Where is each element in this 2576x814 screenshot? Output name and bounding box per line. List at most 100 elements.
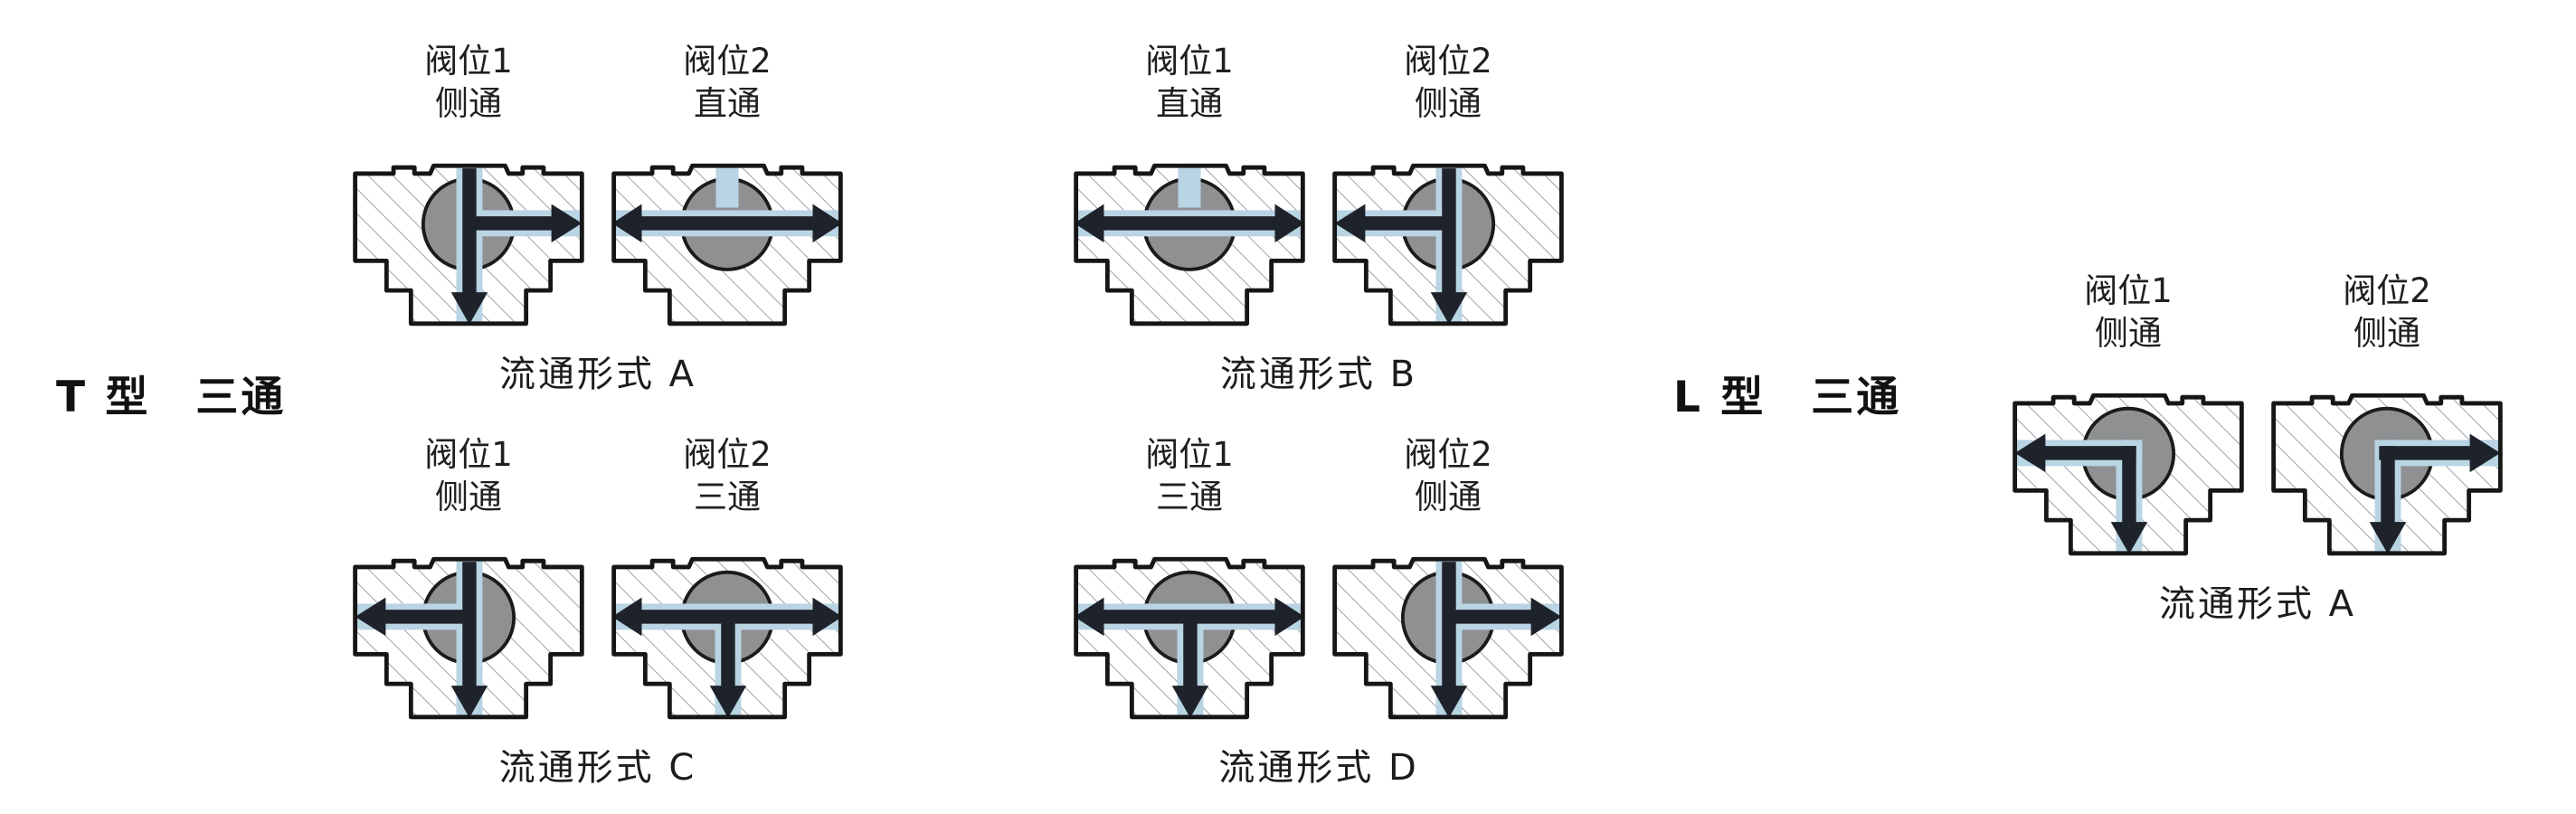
flow-arrow-head — [611, 597, 642, 637]
flow-arrow-head — [2369, 522, 2407, 554]
flow-arrow-head — [2469, 433, 2501, 473]
valve-position-label: 阀位2 — [2343, 271, 2431, 310]
flow-arrow-shaft — [2381, 446, 2395, 527]
valve-body-outline — [2271, 393, 2503, 556]
valve-diagram — [353, 556, 584, 720]
flow-arrow-head — [709, 686, 747, 718]
flow-arrow-shaft — [1448, 610, 1533, 624]
valve-flow-label: 直通 — [1155, 84, 1223, 123]
valve-flow-label: 侧通 — [434, 478, 502, 516]
valve-unit: 阀位2 侧通 — [1326, 433, 1570, 733]
t-type-section-title: T 型 三通 — [56, 373, 287, 422]
valve-unit: 阀位1 侧通 — [346, 433, 591, 733]
valve-body-outline — [1074, 163, 1305, 327]
flow-arrow-head — [812, 597, 843, 637]
valve-body-outline — [1332, 556, 1564, 720]
flow-arrow-head — [2014, 433, 2046, 473]
flow-arrow-shaft — [638, 216, 817, 231]
flow-arrow-shaft — [2043, 446, 2136, 460]
valve-position-label: 阀位1 — [424, 42, 513, 80]
valve-diagram — [353, 163, 584, 327]
flow-arrow-shaft — [1100, 610, 1279, 624]
flow-arrow-shaft — [462, 562, 477, 691]
flow-form-caption: 流通形式 B — [1219, 354, 1418, 395]
valve-flow-label: 直通 — [693, 84, 761, 123]
valve-unit: 阀位2 直通 — [605, 40, 849, 339]
t-flow-form-c-group: 阀位1 侧通 阀位2 三通 流通形式 C — [346, 433, 849, 790]
valve-position-label: 阀位1 — [1145, 42, 1234, 80]
flow-arrow-shaft — [462, 168, 477, 298]
valve-unit: 阀位2 侧通 — [2265, 270, 2509, 569]
valve-flow-label: 三通 — [693, 478, 761, 516]
valve-diagram — [1074, 163, 1305, 327]
valve-diagram — [1332, 163, 1564, 327]
valve-body-outline — [611, 163, 843, 327]
flow-arrow-shaft — [1100, 216, 1279, 231]
valve-position-label: 阀位1 — [1145, 435, 1234, 474]
valve-flow-label: 三通 — [1155, 478, 1223, 516]
valve-position-label: 阀位1 — [424, 435, 513, 474]
t-flow-form-a-group: 阀位1 侧通 阀位2 直通 流通形式 A — [346, 40, 849, 397]
valve-diagram — [1074, 556, 1305, 720]
flow-arrow-head — [2110, 522, 2148, 554]
valve-body-outline — [353, 556, 584, 720]
valve-unit: 阀位1 三通 — [1067, 433, 1312, 733]
flow-arrow-shaft — [721, 617, 735, 691]
valve-unit: 阀位1 侧通 — [2006, 270, 2250, 569]
valve-diagram — [2012, 393, 2244, 556]
flow-arrow-head — [1074, 204, 1104, 243]
flow-form-caption: 流通形式 D — [1218, 747, 1419, 789]
flow-form-caption: 流通形式 A — [2158, 583, 2357, 625]
valve-diagram — [1332, 556, 1564, 720]
valve-position-label: 阀位2 — [1404, 435, 1492, 474]
flow-arrow-head — [1430, 292, 1468, 325]
flow-arrow-shaft — [2122, 446, 2136, 527]
flow-arrow-head — [450, 686, 488, 718]
flow-arrow-shaft — [1442, 562, 1456, 691]
valve-unit: 阀位1 侧通 — [346, 40, 591, 339]
flow-arrow-shaft — [1363, 216, 1448, 231]
flow-arrow-head — [1334, 204, 1366, 243]
flow-arrow-head — [1274, 204, 1305, 243]
flow-form-caption: 流通形式 A — [498, 354, 697, 395]
flow-arrow-shaft — [2379, 446, 2472, 460]
flow-channel — [1178, 167, 1201, 208]
valve-flow-label: 侧通 — [1414, 478, 1482, 516]
l-flow-form-a-group: 阀位1 侧通 阀位2 侧通 流通形式 A — [2006, 270, 2509, 627]
flow-arrow-head — [1074, 597, 1104, 637]
flow-arrow-head — [812, 204, 843, 243]
l-type-section-title: L 型 三通 — [1673, 373, 1902, 422]
valve-body-outline — [611, 556, 843, 720]
valve-position-label: 阀位2 — [683, 42, 772, 80]
t-flow-form-b-group: 阀位1 直通 阀位2 侧通 流通形式 B — [1067, 40, 1570, 397]
valve-flow-label: 侧通 — [2353, 314, 2420, 353]
flow-arrow-shaft — [1442, 168, 1456, 298]
valve-diagram — [611, 163, 843, 327]
flow-arrow-shaft — [1183, 617, 1198, 691]
flow-channel — [715, 167, 739, 208]
valve-diagram — [2271, 393, 2503, 556]
t-flow-form-d-group: 阀位1 三通 阀位2 侧通 流通形式 D — [1067, 433, 1570, 790]
valve-position-label: 阀位2 — [1404, 42, 1492, 80]
valve-unit: 阀位2 侧通 — [1326, 40, 1570, 339]
flow-arrow-head — [1171, 686, 1209, 718]
valve-position-label: 阀位1 — [2084, 271, 2173, 310]
valve-body-outline — [2012, 393, 2244, 556]
flow-arrow-shaft — [384, 610, 469, 624]
flow-arrow-head — [1530, 597, 1562, 637]
valve-body-outline — [1074, 556, 1305, 720]
flow-arrow-head — [450, 292, 488, 325]
valve-diagram — [611, 556, 843, 720]
flow-arrow-shaft — [638, 610, 817, 624]
flow-arrow-head — [1430, 686, 1468, 718]
flow-arrow-head — [355, 597, 386, 637]
valve-body-outline — [1332, 163, 1564, 327]
valve-unit: 阀位1 直通 — [1067, 40, 1312, 339]
flow-arrow-head — [611, 204, 642, 243]
flow-arrow-shaft — [469, 216, 554, 231]
valve-flow-label: 侧通 — [2094, 314, 2162, 353]
flow-form-caption: 流通形式 C — [498, 747, 697, 789]
valve-body-outline — [353, 163, 584, 327]
valve-unit: 阀位2 三通 — [605, 433, 849, 733]
